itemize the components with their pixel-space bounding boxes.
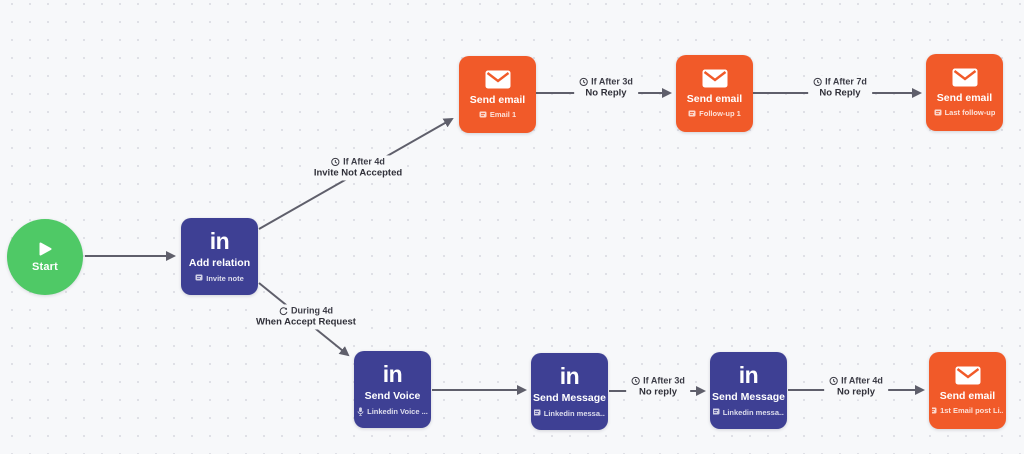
note-icon (195, 274, 203, 281)
edge-label-no-reply-1: If After 3d No Reply (574, 75, 638, 101)
node-subtitle-text: 1st Email post Li... (940, 406, 1003, 416)
node-subtitle-text: Last follow-up (944, 108, 996, 118)
node-title: Send email (469, 93, 526, 106)
edge-event: No reply (836, 386, 876, 398)
node-title: Send Message (533, 392, 606, 405)
clock-icon (829, 376, 838, 386)
edge-label-no-reply-4: If After 4d No reply (824, 374, 888, 400)
play-icon (39, 242, 51, 255)
node-title: Send email (939, 389, 996, 402)
edge-condition-text: If After 7d (825, 76, 867, 87)
node-send-message-2[interactable]: in Send Message Linkedin messa... (710, 352, 787, 429)
note-icon (534, 409, 541, 416)
edge-event: Invite Not Accepted (313, 167, 403, 179)
edge-condition: If After 4d (314, 156, 402, 167)
node-subtitle: Linkedin Voice ... (357, 407, 428, 416)
edge-condition: During 4d (256, 305, 356, 316)
node-send-email-final[interactable]: Send email 1st Email post Li... (929, 352, 1006, 429)
node-subtitle: Invite note (195, 274, 244, 283)
linkedin-in-logo: in (559, 363, 580, 390)
node-subtitle: Linkedin messa... (534, 409, 605, 418)
edge-event: No Reply (585, 87, 627, 99)
node-title: Send Message (712, 391, 785, 404)
node-subtitle-text: Email 1 (489, 110, 517, 120)
node-send-email-3[interactable]: Send email Last follow-up (926, 54, 1003, 131)
edge-condition-text: If After 3d (591, 76, 633, 87)
note-icon (934, 109, 942, 116)
clock-icon (331, 157, 340, 167)
node-subtitle: Linkedin messa... (713, 408, 784, 417)
clock-icon (631, 376, 640, 386)
envelope-icon (955, 366, 980, 385)
start-label: Start (31, 260, 59, 273)
note-icon (479, 111, 487, 118)
node-subtitle: Email 1 (479, 110, 516, 119)
edge-condition: If After 3d (579, 76, 633, 87)
sync-icon (279, 307, 288, 316)
node-add-relation[interactable]: in Add relation Invite note (181, 218, 258, 295)
node-title: Send email (686, 92, 743, 105)
node-send-email-2[interactable]: Send email Follow-up 1 (676, 55, 753, 132)
edge-condition: If After 3d (631, 375, 685, 386)
node-subtitle: Follow-up 1 (688, 109, 741, 118)
node-subtitle-text: Invite note (206, 273, 244, 283)
node-subtitle: 1st Email post Li... (932, 406, 1003, 415)
start-node[interactable]: Start (7, 219, 83, 295)
node-send-email-1[interactable]: Send email Email 1 (459, 56, 536, 133)
linkedin-in-logo: in (209, 228, 230, 255)
edge-label-no-reply-2: If After 7d No Reply (808, 75, 872, 101)
edge-label-invite-not-accepted: If After 4d Invite Not Accepted (308, 155, 408, 181)
envelope-icon (952, 68, 977, 87)
linkedin-in-logo: in (738, 362, 759, 389)
node-subtitle-text: Linkedin Voice ... (367, 406, 428, 416)
node-title: Add relation (188, 257, 251, 270)
clock-icon (813, 77, 822, 87)
envelope-icon (485, 70, 510, 89)
envelope-icon (702, 69, 727, 88)
linkedin-in-logo: in (382, 361, 403, 388)
edge-event: When Accept Request (256, 316, 356, 328)
edge-condition-text: If After 4d (343, 156, 385, 167)
edge-label-no-reply-3: If After 3d No reply (626, 374, 690, 400)
note-icon (932, 407, 937, 414)
note-icon (713, 408, 720, 415)
note-icon (688, 110, 696, 117)
node-subtitle-text: Linkedin messa... (722, 407, 784, 417)
edge-condition-text: If After 4d (841, 375, 883, 386)
clock-icon (579, 77, 588, 87)
edge-event: No Reply (819, 87, 861, 99)
node-title: Send Voice (364, 390, 421, 403)
edge-label-when-accept-request: During 4d When Accept Request (251, 304, 361, 330)
node-subtitle-text: Follow-up 1 (699, 109, 741, 119)
edge-event: No reply (638, 386, 678, 398)
edge-condition: If After 7d (813, 76, 867, 87)
edge-condition: If After 4d (829, 375, 883, 386)
node-title: Send email (936, 91, 993, 104)
node-subtitle-text: Linkedin messa... (543, 408, 605, 418)
mic-icon (357, 407, 364, 416)
node-send-voice[interactable]: in Send Voice Linkedin Voice ... (354, 351, 431, 428)
node-subtitle: Last follow-up (934, 108, 996, 118)
node-send-message-1[interactable]: in Send Message Linkedin messa... (531, 353, 608, 430)
edge-condition-text: If After 3d (643, 375, 685, 386)
edge-condition-text: During 4d (290, 305, 333, 316)
